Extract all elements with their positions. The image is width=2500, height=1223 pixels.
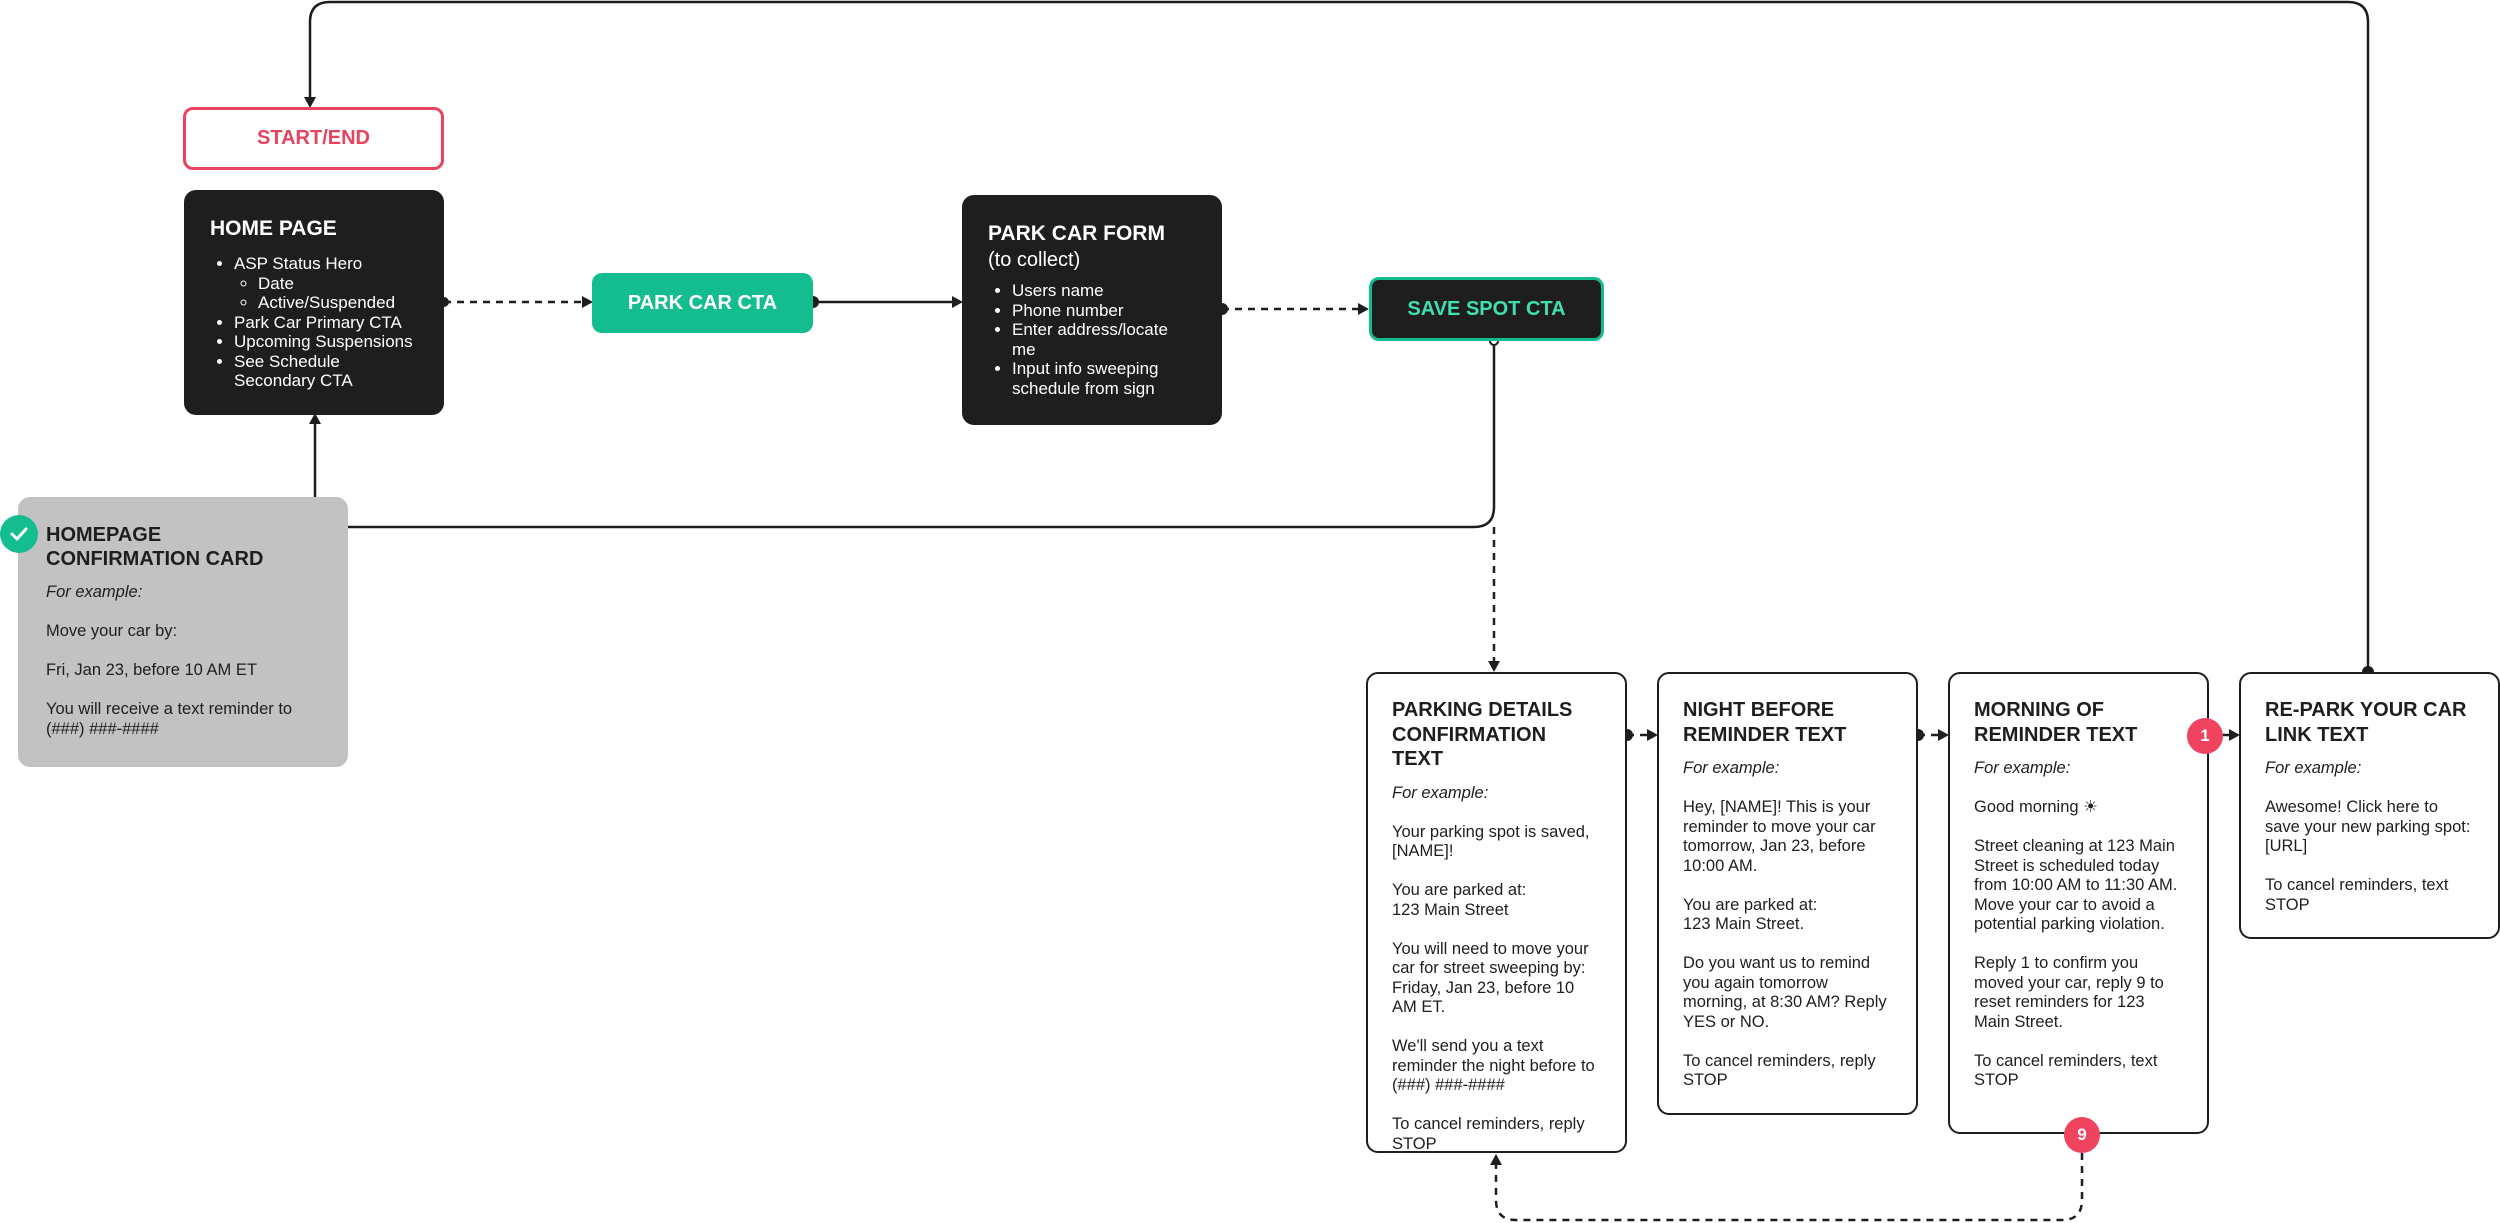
- message-paragraph: Awesome! Click here to save your new par…: [2265, 798, 2471, 855]
- park-car-form-subtitle: (to collect): [988, 249, 1081, 271]
- parking-details-text-card: PARKING DETAILS CONFIRMATION TEXT For ex…: [1366, 672, 1627, 1153]
- park-car-cta-label: PARK CAR CTA: [627, 291, 778, 314]
- arrowhead-parking: [1488, 661, 1500, 672]
- park-car-form-title: PARK CAR FORM: [988, 222, 1165, 245]
- park-car-form-item: Enter address/locate me: [1012, 320, 1196, 359]
- message-paragraph: To cancel reminders, reply STOP: [1683, 1051, 1876, 1090]
- night-before-title: NIGHT BEFORE REMINDER TEXT: [1683, 699, 1847, 746]
- morning-of-title: MORNING OF REMINDER TEXT: [1974, 699, 2138, 746]
- start-end-node: START/END: [183, 107, 444, 170]
- morning-of-body: For example: Good morning ☀ Street cleanin…: [1974, 759, 2183, 1091]
- arrowhead-save-cta: [1358, 303, 1369, 315]
- parking-details-title: PARKING DETAILS CONFIRMATION TEXT: [1392, 699, 1573, 770]
- message-paragraph: Good morning ☀: [1974, 798, 2098, 816]
- repark-body: For example: Awesome! Click here to save …: [2265, 759, 2474, 915]
- message-paragraph: To cancel reminders, text STOP: [1974, 1051, 2158, 1090]
- connector-save-to-card: [348, 341, 1496, 529]
- arrowhead-home: [309, 413, 321, 424]
- homepage-confirmation-card: HOMEPAGE CONFIRMATION CARD For example: …: [18, 497, 348, 767]
- park-car-form-item: Input info sweeping schedule from sign: [1012, 359, 1196, 398]
- home-page-subitem: Date: [258, 274, 418, 294]
- message-paragraph: You are parked at: 123 Main Street: [1392, 881, 1527, 919]
- example-label: For example:: [2265, 759, 2362, 777]
- message-paragraph: Do you want us to remind you again tomor…: [1683, 954, 1887, 1031]
- park-car-form-node: PARK CAR FORM (to collect) Users name Ph…: [962, 195, 1222, 425]
- repark-title: RE-PARK YOUR CAR LINK TEXT: [2265, 699, 2467, 746]
- confirmation-card-title: HOMEPAGE CONFIRMATION CARD: [46, 524, 264, 570]
- arrowhead-park-cta: [582, 296, 593, 308]
- example-label: For example:: [1974, 759, 2071, 777]
- reply-9-badge: 9: [2064, 1117, 2100, 1153]
- park-car-form-item: Users name: [1012, 281, 1196, 301]
- home-page-node: HOME PAGE ASP Status Hero Date Active/Su…: [184, 190, 444, 415]
- arrowhead-morning: [1938, 729, 1949, 741]
- park-car-form-list: Users name Phone number Enter address/lo…: [988, 281, 1196, 398]
- arrowhead-form: [952, 296, 963, 308]
- check-icon: [0, 515, 38, 553]
- home-page-subitem: Active/Suspended: [258, 293, 418, 313]
- example-label: For example:: [1683, 759, 1780, 777]
- card-line: You will receive a text reminder to (###…: [46, 700, 293, 738]
- message-paragraph: We'll send you a text reminder the night…: [1392, 1037, 1595, 1094]
- card-line: Move your car by:: [46, 622, 178, 640]
- night-before-text-card: NIGHT BEFORE REMINDER TEXT For example: H…: [1657, 672, 1918, 1115]
- arrowhead-parking-bottom: [1490, 1154, 1502, 1165]
- message-paragraph: You will need to move your car for stree…: [1392, 939, 1589, 1017]
- message-paragraph: Reply 1 to confirm you moved your car, r…: [1974, 954, 2164, 1031]
- message-paragraph: Street cleaning at 123 Main Street is sc…: [1974, 837, 2178, 933]
- park-car-form-item: Phone number: [1012, 301, 1196, 321]
- example-label: For example:: [46, 583, 143, 601]
- save-spot-cta-label: SAVE SPOT CTA: [1407, 297, 1566, 320]
- park-car-cta: PARK CAR CTA: [592, 273, 813, 333]
- home-page-title: HOME PAGE: [210, 217, 337, 240]
- arrowhead-start-end: [304, 97, 316, 108]
- message-paragraph: To cancel reminders, text STOP: [2265, 876, 2449, 914]
- reply-1-badge: 1: [2187, 718, 2223, 754]
- loop-repark-to-start: [308, 0, 2370, 672]
- message-paragraph: Your parking spot is saved, [NAME]!: [1392, 822, 1590, 861]
- card-line: Fri, Jan 23, before 10 AM ET: [46, 661, 257, 679]
- morning-of-text-card: MORNING OF REMINDER TEXT For example: Goo…: [1948, 672, 2209, 1134]
- start-end-label: START/END: [257, 127, 370, 149]
- arrowhead-night: [1647, 729, 1658, 741]
- home-page-item: Park Car Primary CTA: [234, 313, 418, 333]
- arrowhead-repark: [2229, 729, 2240, 741]
- loop-reply9-to-parking: [1494, 1153, 2084, 1222]
- home-page-item: Upcoming Suspensions: [234, 332, 418, 352]
- home-page-item: See Schedule Secondary CTA: [234, 352, 418, 391]
- home-page-item: ASP Status Hero Date Active/Suspended: [234, 254, 418, 313]
- example-label: For example:: [1392, 783, 1489, 802]
- message-paragraph: To cancel reminders, reply STOP: [1392, 1115, 1585, 1153]
- repark-text-card: RE-PARK YOUR CAR LINK TEXT For example: A…: [2239, 672, 2500, 939]
- home-page-list: ASP Status Hero Date Active/Suspended Pa…: [210, 254, 418, 391]
- save-spot-cta: SAVE SPOT CTA: [1369, 277, 1604, 341]
- message-paragraph: Hey, [NAME]! This is your reminder to mo…: [1683, 798, 1876, 875]
- parking-details-body: For example: Your parking spot is saved, …: [1392, 784, 1601, 1155]
- night-before-body: For example: Hey, [NAME]! This is your re…: [1683, 759, 1892, 1091]
- message-paragraph: You are parked at: 123 Main Street.: [1683, 895, 1818, 934]
